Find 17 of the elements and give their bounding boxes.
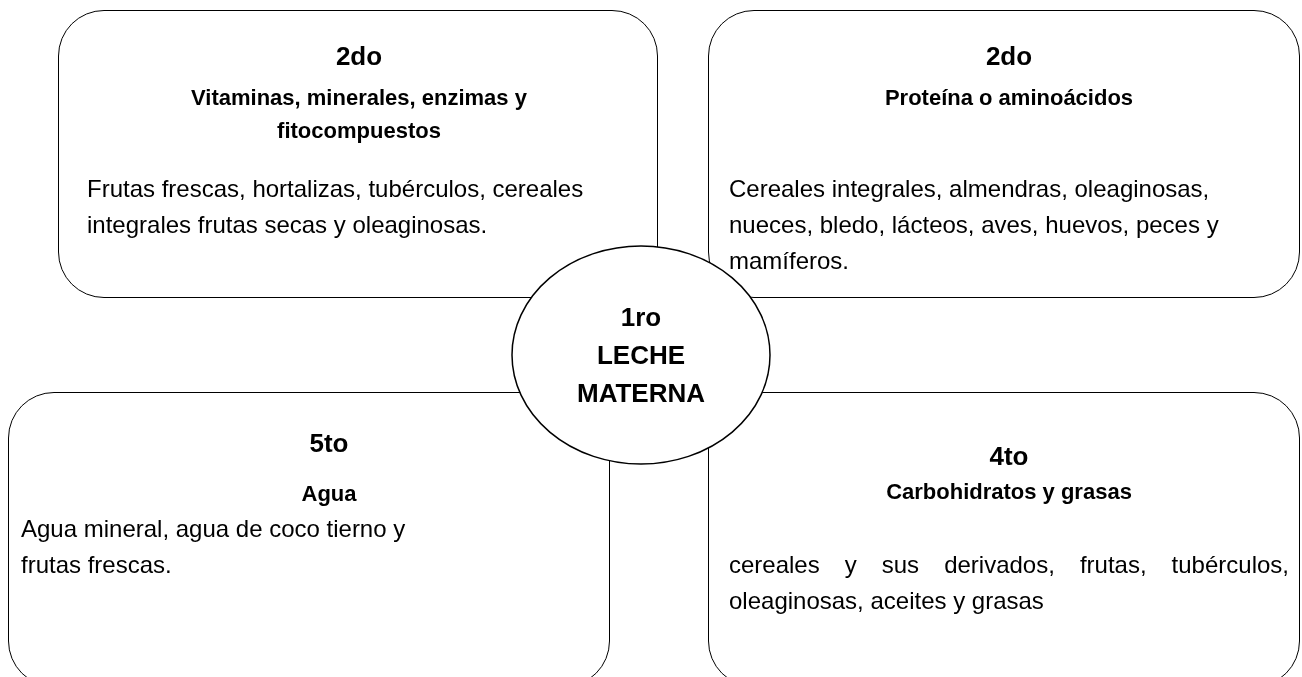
category-title: Carbohidratos y grasas	[885, 478, 1133, 506]
category-title: Vitaminas, minerales, enzimas y fitocompuestos	[190, 84, 528, 145]
food-list: Cereales integrales, almendras, oleaginosas, nueces, bledo, lácteos, aves, huevos, peces y mamíferos.	[729, 171, 1289, 279]
center-title: LECHE MATERNA	[575, 339, 707, 410]
category-title: Proteína o aminoácidos	[883, 84, 1135, 112]
rank-heading: 4to	[988, 441, 1030, 471]
rank-heading: 1ro	[619, 301, 663, 334]
food-list: Frutas frescas, hortalizas, tubérculos, cereales integrales frutas secas y oleaginosas.	[87, 171, 647, 243]
category-box	[708, 392, 1300, 677]
category-title: Agua	[300, 480, 358, 508]
rank-heading: 5to	[308, 428, 350, 458]
category-box	[708, 10, 1300, 298]
rank-heading: 2do	[334, 41, 384, 71]
food-list: cereales y sus derivados, frutas, tubérculos, oleaginosas, aceites y grasas	[729, 547, 1289, 619]
category-box	[58, 10, 658, 298]
food-list: Agua mineral, agua de coco tierno y frutas frescas.	[21, 511, 421, 583]
rank-heading: 2do	[984, 41, 1034, 71]
